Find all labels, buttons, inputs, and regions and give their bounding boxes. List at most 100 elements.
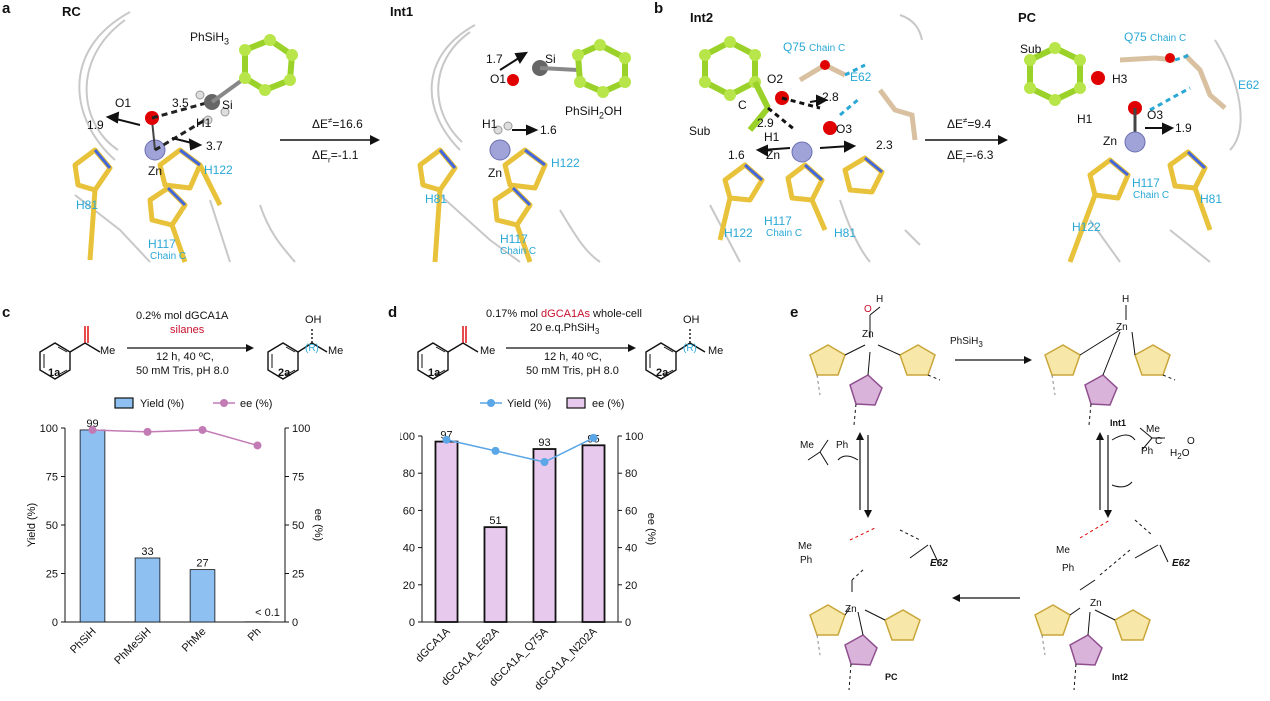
legend-marker-1 bbox=[220, 399, 228, 407]
y-tick-label: 100 bbox=[400, 431, 415, 443]
legend-label-0: Yield (%) bbox=[140, 398, 184, 410]
phsih3-label: PhSiH3 bbox=[190, 30, 230, 47]
legend-marker-0 bbox=[487, 399, 495, 407]
e-top-arrow: PhSiH3 bbox=[950, 336, 983, 349]
y-tick-label: 20 bbox=[403, 580, 415, 592]
d-condition-2: 20 e.q.PhSiH3 bbox=[530, 322, 600, 337]
rc-d37: 3.7 bbox=[206, 139, 223, 153]
legend-label-1: ee (%) bbox=[592, 398, 624, 410]
pc-zn: Zn bbox=[1103, 134, 1118, 148]
int1-d16: 1.6 bbox=[540, 123, 557, 137]
pc-d19: 1.9 bbox=[1175, 121, 1192, 135]
e-me-3: Me bbox=[798, 541, 812, 552]
int1-phsih2oh: PhSiH2OH bbox=[565, 104, 623, 121]
series-line bbox=[446, 437, 594, 463]
x-tick-label-0: PhSiH bbox=[68, 626, 99, 657]
chart-c-legend: Yield (%) ee (%) bbox=[114, 397, 272, 410]
y2-tick-label: 100 bbox=[292, 423, 310, 435]
int1-zn: Zn bbox=[488, 166, 503, 180]
y2-axis-label: ee (%) bbox=[645, 513, 657, 545]
int2-d23: 2.3 bbox=[876, 138, 893, 152]
int2-d29: 2.9 bbox=[757, 116, 774, 130]
d-r: (R) bbox=[683, 343, 697, 354]
int2-h122: H122 bbox=[724, 226, 753, 240]
y-tick-label: 25 bbox=[46, 569, 58, 581]
b-arrow-de: ΔE≠=9.4 bbox=[947, 116, 992, 131]
y-axis-label: Yield (%) bbox=[26, 503, 38, 547]
panel-e-cycle bbox=[807, 305, 1176, 691]
e-e62-left: E62 bbox=[930, 558, 948, 569]
c-condition-4: 50 mM Tris, pH 8.0 bbox=[136, 365, 229, 377]
int2-e62: E62 bbox=[850, 70, 872, 84]
e-zn-2: Zn bbox=[1116, 322, 1128, 333]
line-point-0 bbox=[442, 435, 451, 444]
panel-c-scheme bbox=[39, 326, 328, 380]
bar-0 bbox=[434, 440, 459, 623]
int1-chain-c: Chain C bbox=[500, 246, 537, 257]
int2-h117: H117 bbox=[764, 214, 792, 228]
panel-b-structures bbox=[699, 14, 1242, 263]
pc-e62: E62 bbox=[1238, 78, 1260, 92]
e-pc: PC bbox=[885, 672, 898, 682]
e-zn-3: Zn bbox=[845, 604, 857, 615]
e-me-2: Me bbox=[1146, 424, 1160, 435]
x-tick-label-1: PhMeSiH bbox=[112, 626, 153, 667]
a-arrow-de: ΔE≠=16.6 bbox=[312, 116, 363, 131]
bar-0 bbox=[79, 429, 106, 623]
pc-h117: H117 bbox=[1132, 176, 1160, 190]
y2-tick-label: 0 bbox=[292, 617, 298, 629]
panel-letter-a: a bbox=[2, 0, 11, 17]
y2-axis-label: ee (%) bbox=[312, 509, 324, 541]
int1-h81: H81 bbox=[425, 192, 448, 206]
c-me-prod: Me bbox=[328, 345, 344, 357]
x-tick-label-0: dGCA1A bbox=[413, 625, 453, 665]
d-condition-3: 12 h, 40 ºC, bbox=[544, 351, 602, 363]
e-zn-4: Zn bbox=[1090, 598, 1102, 609]
y2-tick-label: 80 bbox=[625, 468, 637, 480]
legend-swatch-1 bbox=[566, 397, 586, 409]
int2-sub: Sub bbox=[689, 124, 711, 138]
pc-h117-chain: Chain C bbox=[1133, 190, 1170, 201]
rc-o1: O1 bbox=[115, 96, 132, 110]
e-ph-4: Ph bbox=[1062, 563, 1075, 574]
data-label-0: 99 bbox=[86, 418, 98, 430]
series-line bbox=[92, 429, 258, 447]
c-condition-3: 12 h, 40 ºC, bbox=[156, 351, 214, 363]
panel-letter-b: b bbox=[654, 0, 664, 17]
line-point-3 bbox=[253, 441, 262, 450]
pc-q75: Q75 Chain C bbox=[1124, 30, 1187, 44]
data-label-2: 93 bbox=[538, 437, 550, 449]
bar-1 bbox=[483, 526, 508, 623]
b-arrow-der: ΔEr=-6.3 bbox=[947, 148, 994, 165]
e-ph-2: Ph bbox=[1141, 446, 1154, 457]
line-point-3 bbox=[589, 433, 598, 442]
y2-tick-label: 25 bbox=[292, 569, 304, 581]
y2-tick-label: 20 bbox=[625, 580, 637, 592]
x-tick-label-2: PhMe bbox=[180, 626, 209, 655]
legend-label-0: Yield (%) bbox=[507, 398, 551, 410]
pc-h81: H81 bbox=[1200, 192, 1223, 206]
int2-h81: H81 bbox=[834, 226, 857, 240]
a-arrow-der: ΔEr=-1.1 bbox=[312, 148, 359, 165]
bar-1 bbox=[134, 557, 161, 623]
e-zn-1: Zn bbox=[862, 329, 874, 340]
d-me: Me bbox=[480, 345, 496, 357]
panel-letter-c: c bbox=[2, 304, 11, 321]
rc-chain-c: Chain C bbox=[150, 251, 187, 262]
data-label-2: 27 bbox=[196, 558, 208, 570]
line-point-2 bbox=[540, 458, 549, 467]
int1-h1: H1 bbox=[482, 117, 498, 131]
y2-tick-label: 60 bbox=[625, 505, 637, 517]
d-sm-label: 1a bbox=[428, 367, 441, 379]
int2-h1: H1 bbox=[764, 130, 780, 144]
legend-label-1: ee (%) bbox=[240, 398, 272, 410]
line-point-1 bbox=[491, 446, 500, 455]
legend-swatch-0 bbox=[114, 397, 134, 409]
y-tick-label: 40 bbox=[403, 543, 415, 555]
panel-a-structures bbox=[72, 11, 631, 263]
rc-d19: 1.9 bbox=[87, 118, 104, 132]
e-int1: Int1 bbox=[1110, 418, 1127, 428]
bar-2 bbox=[189, 569, 216, 623]
c-prod-label: 2a bbox=[278, 367, 291, 379]
